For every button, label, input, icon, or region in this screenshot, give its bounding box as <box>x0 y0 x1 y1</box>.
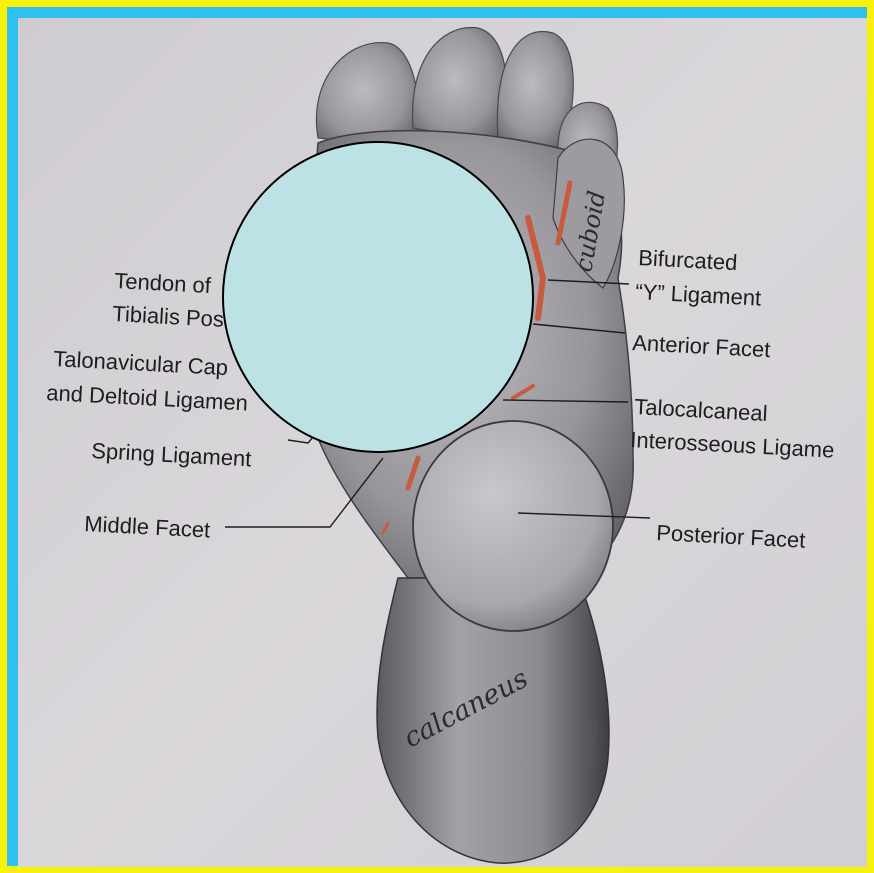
bifurcated-label-1: Bifurcated <box>638 245 738 275</box>
anatomy-illustration: Tendon of Tibialis Pos Talonavicular Cap… <box>18 18 867 867</box>
posterior-facet-surface <box>413 421 613 631</box>
tendon-tibialis-label-1: Tendon of <box>114 268 213 298</box>
redaction-circle <box>223 142 533 452</box>
diagram-canvas: Tendon of Tibialis Pos Talonavicular Cap… <box>18 18 867 867</box>
